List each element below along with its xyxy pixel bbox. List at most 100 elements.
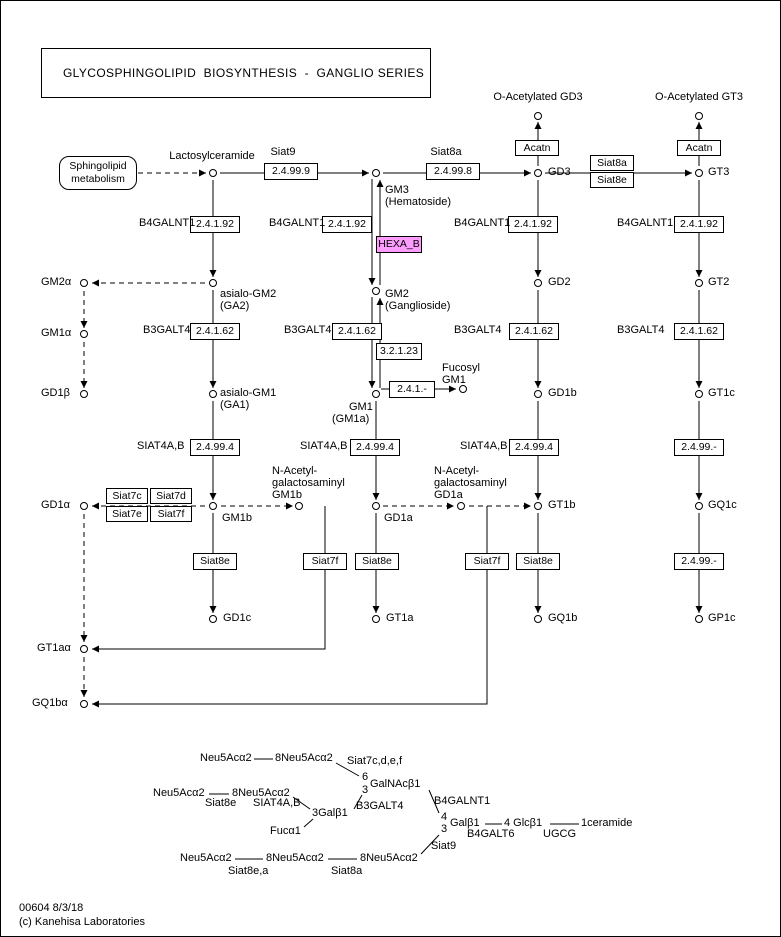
label-gt2: GT2 [708, 276, 730, 289]
compound-gd1-alpha[interactable] [80, 502, 88, 510]
enzyme-box-ec-3-2-1-23[interactable]: 3.2.1.23 [376, 342, 422, 360]
label-nacgal-gm1b-1: N-Acetyl- [272, 465, 318, 478]
compound-asialo-gm1[interactable] [209, 390, 217, 398]
bond [335, 762, 360, 777]
label-b3galt4-col1: B3GALT4 [143, 324, 191, 337]
label-b4galnt1-col3: B4GALNT1 [454, 217, 511, 230]
enzyme-box-ec-2-4-99-8[interactable]: 2.4.99.8 [426, 162, 480, 180]
compound-gd1a[interactable] [372, 502, 380, 510]
connector [92, 506, 488, 708]
enzyme-box-ec-2-4-1-92-gt2[interactable]: 2.4.1.92 [674, 215, 724, 233]
compound-gq1b-alpha[interactable] [80, 700, 88, 708]
compound-gd1c[interactable] [209, 615, 217, 623]
enzyme-box-ec-2-4-99-9[interactable]: 2.4.99.9 [264, 162, 318, 180]
enzyme-box-ec-2-4-99-4-gt1b[interactable]: 2.4.99.4 [509, 438, 559, 456]
bond [292, 796, 311, 810]
label-gm2: GM2 [385, 288, 409, 301]
compound-gm1[interactable] [372, 390, 380, 398]
enzyme-box-siat8e-gt1a[interactable]: Siat8e [355, 552, 399, 570]
label-gt1a-alpha: GT1aα [37, 642, 71, 655]
enzyme-box-siat7f-gq1b-alpha[interactable]: Siat7f [465, 552, 509, 570]
label-neu5ac-r1b: 8Neu5Acα2 [275, 752, 333, 765]
dashed-connectors [80, 169, 531, 697]
compound-gd1b[interactable] [534, 390, 542, 398]
compound-gt1a-alpha[interactable] [80, 645, 88, 653]
compound-gd3[interactable] [534, 169, 542, 177]
compound-fucosyl-gm1[interactable] [459, 385, 467, 393]
enzyme-box-ec-2-4-99-dash-gp1c[interactable]: 2.4.99.- [674, 552, 724, 570]
compound-gq1c[interactable] [695, 502, 703, 510]
bond [353, 794, 363, 810]
enzyme-box-siat7f-gt1a-alpha[interactable]: Siat7f [303, 552, 347, 570]
compound-lactosylceramide[interactable] [209, 169, 217, 177]
compound-n-acetylgalactosaminyl-gm1b[interactable] [295, 502, 303, 510]
sphingolipid-metabolism-link-line2: metabolism [71, 173, 125, 185]
label-lactosylceramide: Lactosylceramide [169, 150, 255, 163]
label-neu5ac-r3b: 8Neu5Acα2 [266, 852, 324, 865]
enzyme-box-ec-2-4-1-62-gt1c[interactable]: 2.4.1.62 [674, 322, 724, 340]
compound-gt1c[interactable] [695, 390, 703, 398]
compound-gm1-alpha[interactable] [80, 330, 88, 338]
compound-o-acetylated-gd3[interactable] [534, 112, 542, 120]
compound-gq1b[interactable] [534, 615, 542, 623]
label-nacgal-gd1a-3: GD1a [434, 489, 463, 502]
label-gd1-alpha: GD1α [41, 499, 70, 512]
compound-gt1b[interactable] [534, 502, 542, 510]
enzyme-box-siat7c[interactable]: Siat7c [106, 488, 148, 504]
enzyme-box-ec-2-4-1-62-ga1[interactable]: 2.4.1.62 [190, 322, 240, 340]
compound-o-acetylated-gt3[interactable] [695, 112, 703, 120]
compound-gm2-alpha[interactable] [80, 279, 88, 287]
enzyme-box-ec-2-4-1-62-gd1b[interactable]: 2.4.1.62 [509, 322, 559, 340]
enzyme-box-siat8a-gt3[interactable]: Siat8a [590, 155, 634, 171]
compound-gt3[interactable] [695, 169, 703, 177]
compound-gm1b[interactable] [209, 502, 217, 510]
label-galb1-3: 3Galβ1 [312, 807, 348, 820]
enzyme-box-ec-2-4-1-62-gm1[interactable]: 2.4.1.62 [332, 322, 382, 340]
enzyme-box-acatn-gt3[interactable]: Acatn [677, 140, 721, 156]
compound-gt1a[interactable] [372, 615, 380, 623]
enzyme-box-ec-2-4-1-92-gd2[interactable]: 2.4.1.92 [508, 215, 558, 233]
label-b4galt6-struct: B4GALT6 [467, 828, 515, 841]
compound-n-acetylgalactosaminyl-gd1a[interactable] [457, 502, 465, 510]
label-galb1: Galβ1 [450, 817, 480, 830]
compound-gd2[interactable] [534, 279, 542, 287]
enzyme-box-siat8e-gq1b[interactable]: Siat8e [516, 552, 560, 570]
label-nacgal-gd1a-2: galactosaminyl [434, 477, 507, 490]
enzyme-box-siat7d[interactable]: Siat7d [150, 488, 192, 504]
compound-gt2[interactable] [695, 279, 703, 287]
compound-asialo-gm2[interactable] [209, 279, 217, 287]
enzyme-box-ec-2-4-99-4-gm1b[interactable]: 2.4.99.4 [190, 438, 240, 456]
enzyme-box-ec-2-4-99-dash-gq1c[interactable]: 2.4.99.- [674, 438, 724, 456]
label-neu5ac-r1a: Neu5Acα2 [200, 752, 252, 765]
compound-gd1-beta[interactable] [80, 390, 88, 398]
label-nacgal-gd1a-1: N-Acetyl- [434, 465, 480, 478]
enzyme-box-ec-2-4-1-92-gm2[interactable]: 2.4.1.92 [322, 215, 372, 233]
compound-gm2[interactable] [372, 287, 380, 295]
label-gm2-ganglioside: (Ganglioside) [385, 300, 451, 313]
label-b4galnt1-col4: B4GALNT1 [617, 217, 674, 230]
label-gm1: GM1 [349, 401, 373, 414]
enzyme-box-siat7f-gd1alpha[interactable]: Siat7f [150, 506, 192, 522]
label-gt3: GT3 [708, 166, 730, 179]
glycan-structure-bonds [209, 758, 579, 860]
label-glcb1: 4 Glcβ1 [504, 817, 543, 830]
label-neu5ac-r3c: 8Neu5Acα2 [360, 852, 418, 865]
label-branch-4: 4 [441, 811, 448, 824]
label-siat8e-struct: Siat8e [205, 797, 237, 810]
compound-gm3[interactable] [372, 169, 380, 177]
label-siat4ab-col2: SIAT4A,B [300, 440, 348, 453]
enzyme-box-siat8e-gd1c[interactable]: Siat8e [193, 552, 237, 570]
enzyme-box-hexa-b[interactable]: HEXA_B [376, 235, 422, 253]
label-ugcg-struct: UGCG [543, 828, 576, 841]
label-gd1c: GD1c [223, 612, 252, 625]
enzyme-box-acatn-gd3[interactable]: Acatn [515, 140, 559, 156]
sphingolipid-metabolism-link[interactable]: Sphingolipid metabolism [59, 156, 137, 190]
enzyme-box-siat8e-gt3[interactable]: Siat8e [590, 172, 634, 188]
compound-gp1c[interactable] [695, 615, 703, 623]
enzyme-box-ec-2-4-99-4-gd1a[interactable]: 2.4.99.4 [350, 438, 400, 456]
enzyme-box-ec-2-4-1-dash[interactable]: 2.4.1.- [389, 380, 435, 398]
enzyme-box-siat7e[interactable]: Siat7e [106, 506, 148, 522]
bond [428, 789, 440, 814]
bond [420, 834, 440, 855]
enzyme-box-ec-2-4-1-92-ga2[interactable]: 2.4.1.92 [190, 215, 240, 233]
